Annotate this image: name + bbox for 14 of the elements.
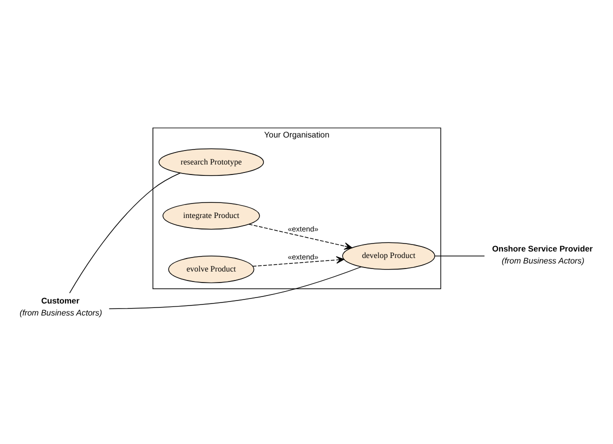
- node-label: (from Business Actors): [20, 308, 102, 317]
- node-label: (from Business Actors): [502, 256, 584, 265]
- connector: [434, 255, 485, 256]
- connector: [69, 172, 181, 293]
- edge-label: «extend»: [288, 224, 318, 233]
- node-text: Onshore Service Provider: [492, 244, 593, 253]
- node-ellipse: evolve Product: [168, 255, 254, 283]
- arrow: [252, 256, 344, 266]
- arrow: [248, 223, 352, 250]
- node-ellipse: integrate Product: [162, 202, 260, 230]
- edge-label: «extend»: [288, 252, 318, 262]
- node-text: Customer: [41, 296, 80, 306]
- connector: [108, 266, 362, 309]
- node-ellipse: research Prototype: [158, 148, 264, 176]
